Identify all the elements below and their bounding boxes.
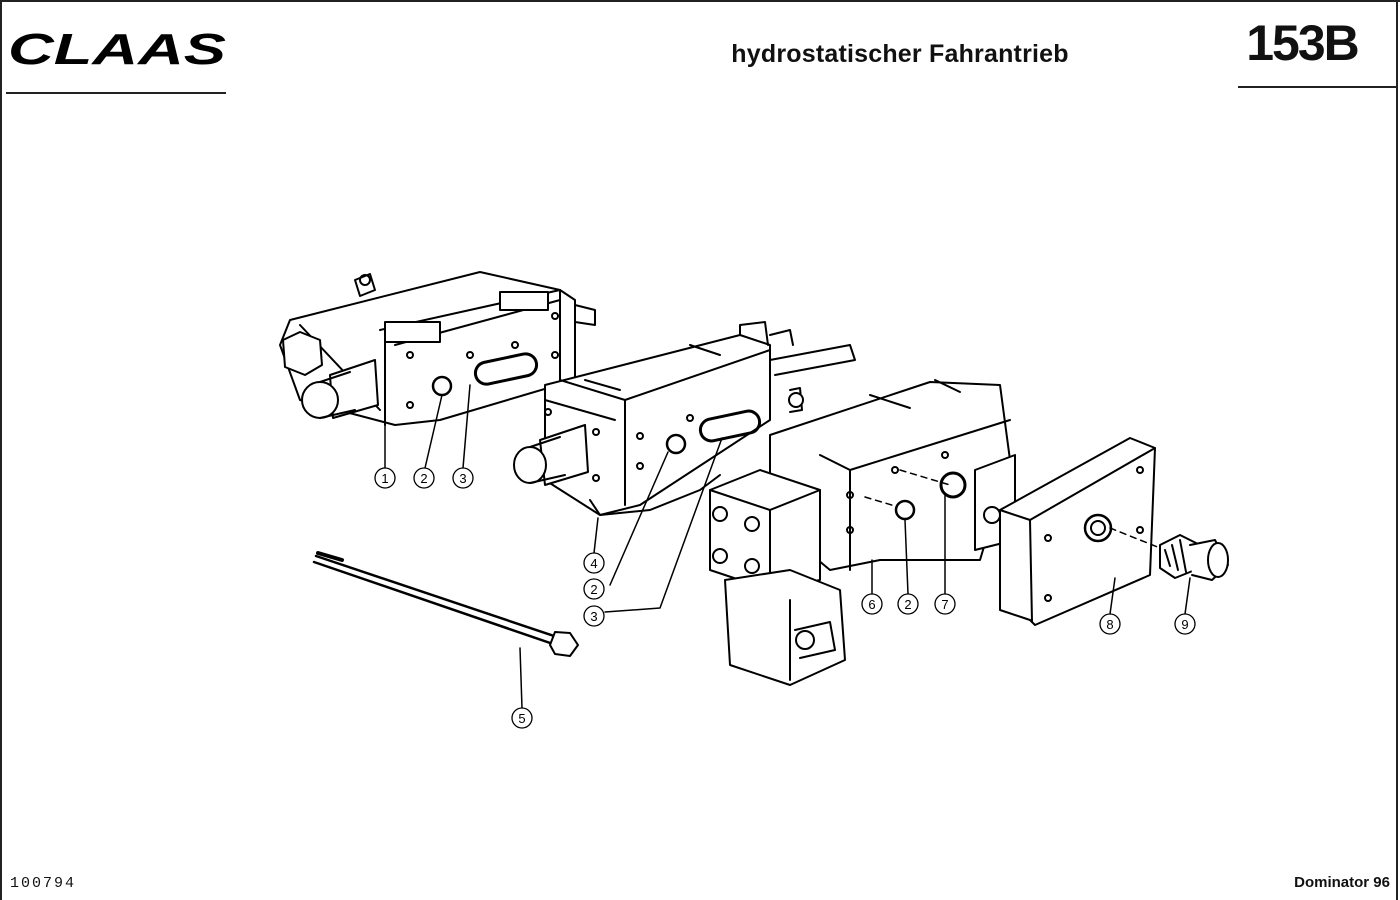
svg-text:7: 7 xyxy=(941,597,948,612)
logo-underline xyxy=(6,92,226,94)
frame-left-line xyxy=(0,0,2,900)
svg-text:8: 8 xyxy=(1106,617,1113,632)
part-6-solenoid-valve xyxy=(709,379,1016,686)
svg-text:5: 5 xyxy=(518,711,525,726)
page-title: hydrostatischer Fahrantrieb xyxy=(731,40,1069,68)
callout-9: 9 xyxy=(1174,613,1196,635)
svg-text:2: 2 xyxy=(904,597,911,612)
callout-7: 7 xyxy=(934,593,956,615)
callout-4: 4 xyxy=(583,552,605,574)
sheet-number-underline xyxy=(1238,86,1398,88)
svg-text:9: 9 xyxy=(1181,617,1188,632)
svg-text:3: 3 xyxy=(590,609,597,624)
callout-markers: 1 2 3 4 2 3 5 6 2 7 8 9 xyxy=(374,467,1196,729)
callout-leader-lines xyxy=(384,384,1191,709)
frame-top-line xyxy=(0,0,1400,2)
brand-logo-text: CLAAS xyxy=(8,26,226,70)
svg-text:2: 2 xyxy=(590,582,597,597)
callout-2-left: 2 xyxy=(413,467,435,489)
callout-8: 8 xyxy=(1099,613,1121,635)
part-5-tie-bolt xyxy=(312,551,579,657)
callout-3-left: 3 xyxy=(452,467,474,489)
callout-5: 5 xyxy=(511,707,533,729)
svg-text:2: 2 xyxy=(420,471,427,486)
part-4-valve-block xyxy=(513,321,856,516)
callout-3-middle: 3 xyxy=(583,605,605,627)
callout-6: 6 xyxy=(861,593,883,615)
part-1-valve-housing xyxy=(279,271,596,426)
claas-logo: CLAAS xyxy=(8,26,226,70)
callout-2-middle: 2 xyxy=(583,578,605,600)
drawing-number: 100794 xyxy=(10,875,77,892)
frame-right-line xyxy=(1396,0,1398,900)
assembly-axis-lines xyxy=(864,469,1161,549)
svg-text:6: 6 xyxy=(868,597,875,612)
svg-text:1: 1 xyxy=(381,471,388,486)
part-9-screw-fitting xyxy=(1159,534,1229,581)
callout-1: 1 xyxy=(374,467,396,489)
part-8-cover-plate xyxy=(999,437,1156,626)
svg-text:4: 4 xyxy=(590,556,597,571)
sheet-number: 153B xyxy=(1246,15,1360,71)
machine-model: Dominator 96 xyxy=(1294,874,1390,891)
svg-text:3: 3 xyxy=(459,471,466,486)
callout-2-right: 2 xyxy=(897,593,919,615)
